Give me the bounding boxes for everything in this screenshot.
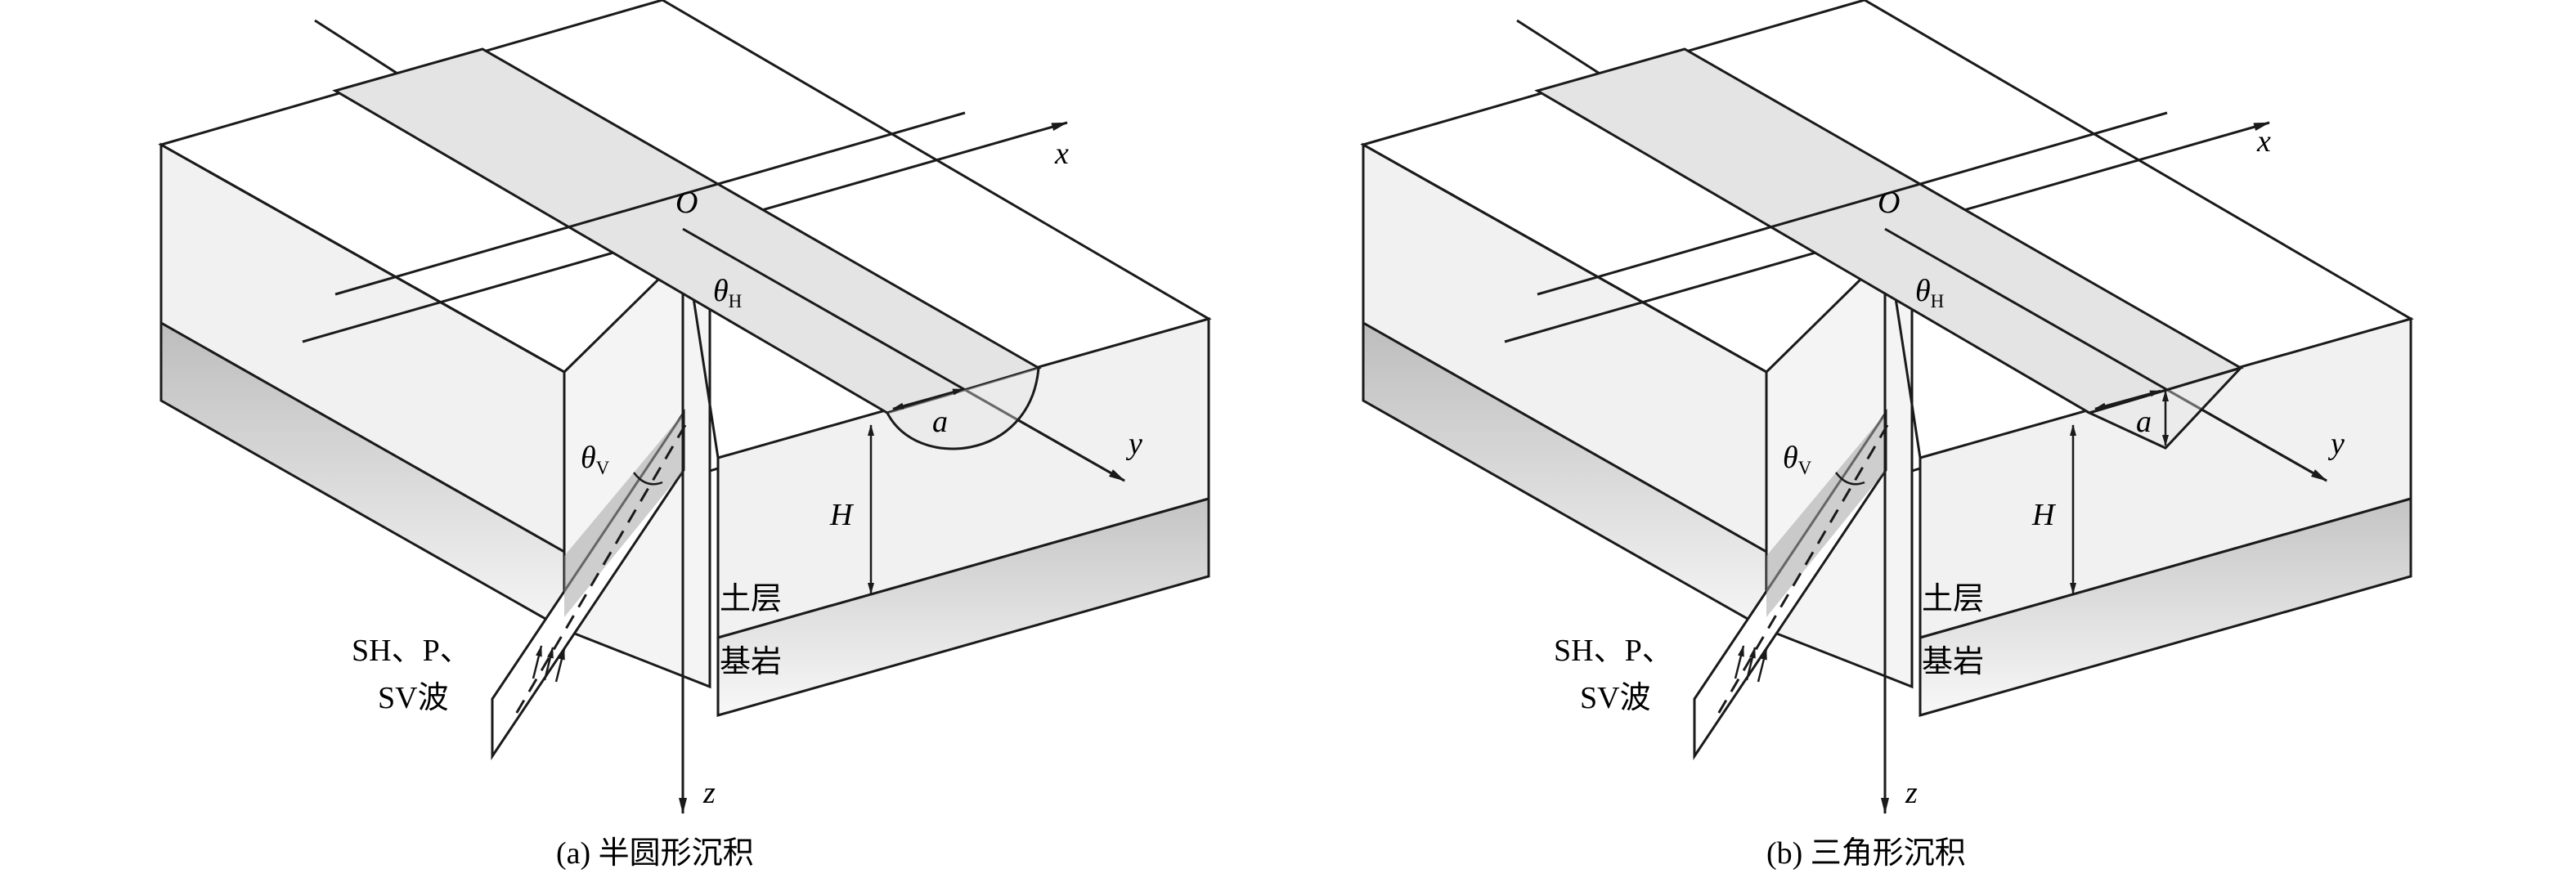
x-axis-label: x	[2256, 124, 2271, 159]
theta-v-label: θV	[1783, 441, 1812, 478]
x-axis-over-strip	[1537, 111, 2168, 296]
y-axis-over-strip	[1884, 227, 2327, 482]
y-axis-over-strip	[682, 227, 1125, 482]
origin-label: O	[1878, 186, 1900, 220]
y-axis-label: y	[2327, 427, 2345, 461]
bedrock-label: 基岩	[1922, 645, 1984, 679]
bedrock-label: 基岩	[720, 645, 782, 679]
theta-h-label: θH	[1915, 274, 1944, 311]
panel-caption: (b) 三角形沉积	[1766, 836, 1966, 871]
wave-type-label-2: SV波	[1580, 681, 1651, 715]
width-label: a	[932, 405, 948, 439]
soil-label: 土层	[720, 582, 782, 616]
wave-type-label-2: SV波	[378, 681, 449, 715]
z-axis-label: z	[702, 776, 716, 810]
panel-b: x y z O θH θV a H 土层 基岩 SH、P、 SV波 (b) 三角…	[1363, 0, 2411, 871]
wave-type-label-1: SH、P、	[352, 634, 471, 668]
width-dimension	[892, 387, 964, 410]
y-axis-label: y	[1125, 427, 1142, 461]
panel-a: x y z O θH θV a H 土层 基岩 SH、P、 SV波 (a) 半圆…	[161, 0, 1209, 871]
width-label: a	[2136, 405, 2152, 439]
origin-label: O	[675, 186, 698, 220]
depth-label: H	[829, 498, 855, 532]
soil-label: 土层	[1922, 582, 1984, 616]
width-dimension-top	[2094, 389, 2161, 410]
panel-caption: (a) 半圆形沉积	[556, 836, 754, 871]
x-axis-label: x	[1054, 137, 1069, 171]
x-axis-over-strip	[334, 111, 966, 296]
depth-label: H	[2031, 498, 2057, 532]
wave-type-label-1: SH、P、	[1554, 634, 1673, 668]
theta-v-label: θV	[581, 441, 610, 478]
theta-h-label: θH	[713, 274, 742, 311]
z-axis-label: z	[1905, 776, 1918, 810]
